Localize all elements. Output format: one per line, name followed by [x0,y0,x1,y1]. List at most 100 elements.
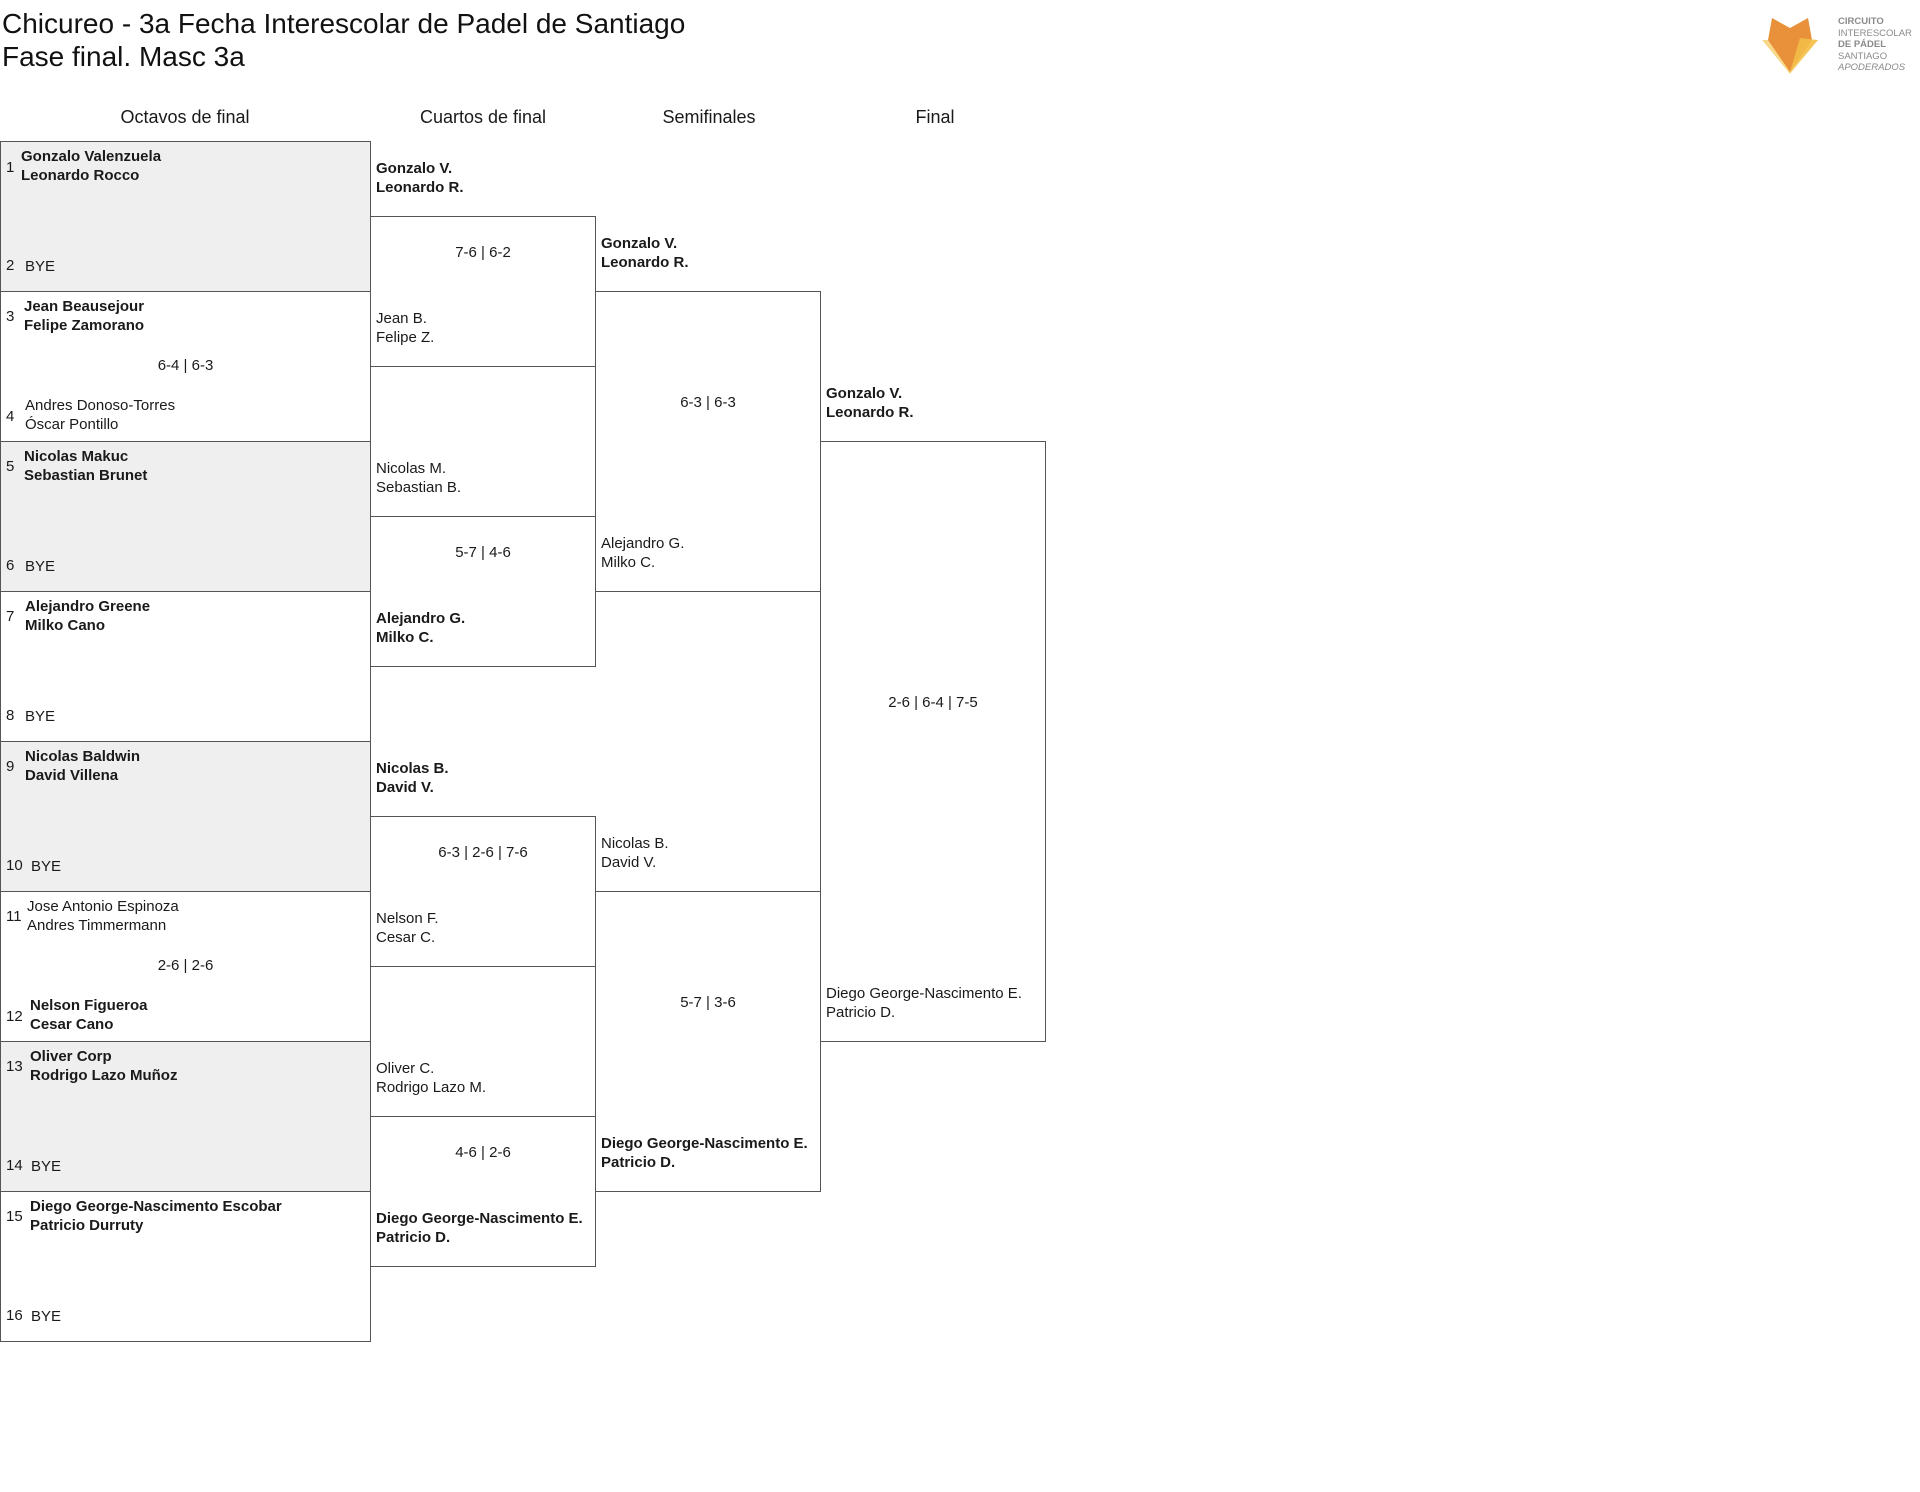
player-name: Patricio Durruty [30,1217,144,1234]
player-name: Alejandro G. [601,535,685,552]
sf-team-1: Gonzalo V. Leonardo R. [601,234,689,272]
logo-text: CIRCUITO INTERESCOLAR DE PÁDEL SANTIAGO … [1838,16,1912,74]
qf-team-7: Oliver C. Rodrigo Lazo M. [376,1059,486,1097]
logo-shape-orange [1768,18,1812,72]
player-name: BYE [25,558,56,575]
player-name: Patricio D. [826,1004,896,1021]
player-name: Felipe Z. [376,329,435,346]
player-name: Diego George-Nascimento Escobar [30,1198,282,1215]
seed-number: 7 [6,608,15,625]
qf-score: 6-3 | 2-6 | 7-6 [438,844,528,861]
player-name: Gonzalo V. [376,160,453,177]
player-name: Óscar Pontillo [25,416,119,433]
qf-team-4: Alejandro G. Milko C. [376,609,465,647]
r16-team-3: Jean Beausejour Felipe Zamorano [24,297,144,335]
seed-number: 9 [6,758,15,775]
seed-number: 13 [6,1058,23,1075]
r16-score: 6-4 | 6-3 [157,357,214,374]
r16-team-7: Alejandro Greene Milko Cano [25,597,150,635]
r16-team-4: Andres Donoso-Torres Óscar Pontillo [25,396,175,434]
player-name: Patricio D. [376,1229,451,1246]
r16-match-1 [0,141,371,292]
qf-team-3: Nicolas M. Sebastian B. [376,459,461,497]
player-name: Milko Cano [25,617,106,634]
player-name: Oliver C. [376,1060,435,1077]
player-name: Oliver Corp [30,1048,112,1065]
player-name: Alejandro Greene [25,598,151,615]
sf-team-4: Diego George-Nascimento E. Patricio D. [601,1134,808,1172]
player-name: BYE [31,1158,62,1175]
r16-match-5 [0,741,371,892]
player-name: Sebastian B. [376,479,462,496]
seed-number: 10 [6,857,23,874]
sf-team-2: Alejandro G. Milko C. [601,534,684,572]
player-name: Rodrigo Lazo M. [376,1079,487,1096]
r16-match-7 [0,1041,371,1192]
logo-line: DE PÁDEL [1838,39,1887,50]
r16-team-12: Nelson Figueroa Cesar Cano [30,996,148,1034]
r16-team-6: BYE [25,557,55,576]
player-name: David V. [376,779,434,796]
player-name: Alejandro G. [376,610,466,627]
player-name: BYE [25,708,56,725]
logo-line: SANTIAGO [1838,50,1888,62]
player-name: Nicolas Makuc [24,448,129,465]
seed-number: 15 [6,1208,23,1225]
seed-number: 2 [6,257,15,274]
page-subtitle: Fase final. Masc 3a [2,41,245,72]
qf-team-1: Gonzalo V. Leonardo R. [376,159,464,197]
r16-score: 2-6 | 2-6 [157,957,214,974]
final-team-2: Diego George-Nascimento E. Patricio D. [826,984,1022,1022]
r16-team-2: BYE [25,257,55,276]
round-header-sf: Semifinales [662,107,756,127]
logo-line: INTERESCOLAR [1838,27,1912,39]
player-name: Nelson Figueroa [30,997,148,1014]
player-name: Cesar C. [376,929,436,946]
seed-number: 12 [6,1008,23,1025]
player-name: Diego George-Nascimento E. [826,985,1022,1002]
player-name: Leonardo Rocco [21,167,140,184]
r16-team-14: BYE [31,1157,61,1176]
logo-line: APODERADOS [1838,62,1906,73]
player-name: BYE [31,858,62,875]
player-name: Gonzalo V. [826,385,903,402]
page-title: Chicureo - 3a Fecha Interescolar de Pade… [2,8,686,39]
player-name: Leonardo R. [826,404,914,421]
player-name: BYE [25,258,56,275]
qf-team-6: Nelson F. Cesar C. [376,909,439,947]
player-name: BYE [31,1308,62,1325]
player-name: Leonardo R. [601,254,689,271]
qf-score: 4-6 | 2-6 [455,1144,511,1161]
sf-team-3: Nicolas B. David V. [601,834,669,872]
qf-score: 7-6 | 6-2 [455,244,511,261]
r16-team-1: Gonzalo Valenzuela Leonardo Rocco [21,147,161,185]
player-name: Rodrigo Lazo Muñoz [30,1067,178,1084]
seed-number: 5 [6,458,15,475]
player-name: Milko C. [601,554,656,571]
final-match [820,441,1046,1042]
player-name: Nicolas Baldwin [25,748,141,765]
r16-team-10: BYE [31,857,61,876]
player-name: Patricio D. [601,1154,676,1171]
logo-line: CIRCUITO [1838,16,1884,27]
player-name: Gonzalo V. [601,235,678,252]
qf-team-8: Diego George-Nascimento E. Patricio D. [376,1209,583,1247]
player-name: Jose Antonio Espinoza [27,898,179,915]
player-name: Nicolas M. [376,460,447,477]
player-name: Nicolas B. [376,760,449,777]
seed-number: 16 [6,1307,23,1324]
seed-number: 1 [6,159,15,176]
qf-team-5: Nicolas B. David V. [376,759,449,797]
r16-team-5: Nicolas Makuc Sebastian Brunet [24,447,147,485]
seed-number: 14 [6,1157,23,1174]
player-name: Nelson F. [376,910,439,927]
r16-team-8: BYE [25,707,55,726]
player-name: Cesar Cano [30,1016,114,1033]
r16-team-9: Nicolas Baldwin David Villena [25,747,140,785]
player-name: Sebastian Brunet [24,467,148,484]
player-name: David V. [601,854,657,871]
player-name: Andres Timmermann [27,917,167,934]
r16-team-16: BYE [31,1307,61,1326]
qf-team-2: Jean B. Felipe Z. [376,309,434,347]
player-name: Leonardo R. [376,179,464,196]
